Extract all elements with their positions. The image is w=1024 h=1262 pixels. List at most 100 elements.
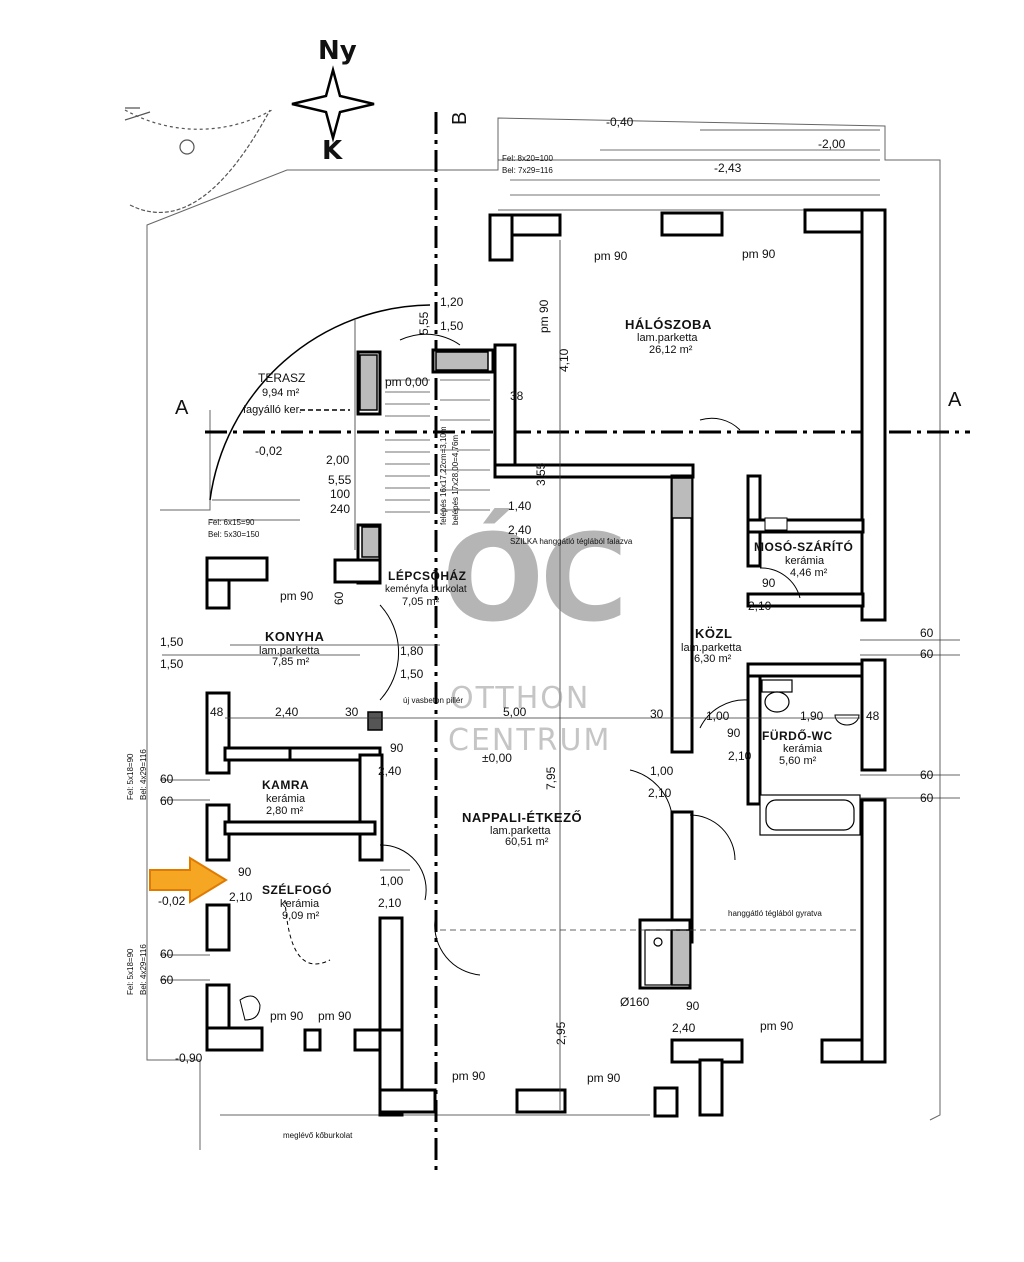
- compass-north-label: Ny: [318, 36, 357, 66]
- dim-190-bath: 1,90: [800, 709, 824, 723]
- dim-60-kitchen: 60: [332, 591, 346, 605]
- level-bottom-left: -0,90: [175, 1051, 203, 1065]
- dim-30-kitchen: 30: [345, 705, 359, 719]
- level-top-right: -2,00: [818, 137, 846, 151]
- dim-pm90-entry-b: pm 90: [318, 1009, 352, 1023]
- toilet-icon: [761, 679, 793, 713]
- round-table-icon: [124, 107, 273, 213]
- dim-90-entry: 90: [238, 865, 252, 879]
- dim-140: 1,40: [508, 499, 532, 513]
- compass-star-icon: [291, 65, 375, 143]
- room-kamra-name: KAMRA: [262, 778, 310, 792]
- axis-a-right: A: [948, 389, 962, 411]
- dim-555-v: 5,55: [417, 311, 431, 335]
- level-top: -0,40: [606, 115, 634, 129]
- note-hanggato: hanggátló téglából gyratva: [728, 909, 822, 918]
- dimension-lines: [160, 129, 960, 1110]
- dim-240-kitchen: 2,40: [275, 705, 299, 719]
- room-nappali-floor: lam.parketta: [490, 825, 551, 837]
- level-main: ±0,00: [482, 751, 512, 765]
- dim-500: 5,00: [503, 705, 527, 719]
- dim-210-kozl: 2,10: [648, 786, 672, 800]
- dim-pm0: pm 0,00: [385, 375, 429, 389]
- room-terasz-area: 9,94 m²: [262, 387, 300, 399]
- room-terasz-floor: fagyálló ker.: [243, 404, 302, 416]
- dim-210-entry-b: 2,10: [378, 896, 402, 910]
- note-bel-mid: Bel: 5x30=150: [208, 530, 260, 539]
- room-nappali-area: 60,51 m²: [505, 836, 549, 848]
- dim-60-left-d: 60: [160, 973, 174, 987]
- dim-48-bath: 48: [866, 709, 880, 723]
- dim-200: 2,00: [326, 453, 350, 467]
- dim-60-right-d: 60: [920, 791, 934, 805]
- dim-240b: 2,40: [508, 523, 532, 537]
- watermark-logo: ÓC: [442, 510, 628, 649]
- room-terasz-name: TERASZ: [258, 371, 306, 385]
- dim-240: 240: [330, 502, 351, 516]
- room-szelfogo-floor: kerámia: [280, 898, 320, 910]
- level-terrace: -0,02: [255, 444, 283, 458]
- dim-38: 38: [510, 389, 524, 403]
- entrance-arrow-icon: [149, 856, 228, 904]
- dim-240-stair: 2,40: [378, 764, 402, 778]
- sink-icon: [644, 929, 672, 986]
- note-szilka: SZILKA hanggátló téglából falazva: [510, 537, 633, 546]
- room-szelfogo-name: SZÉLFOGÓ: [262, 883, 332, 897]
- watermark-line1: OTTHON: [450, 681, 591, 716]
- washing-machine-icon: [764, 517, 788, 531]
- room-lepcsohaz-name: LÉPCSŐHÁZ: [388, 569, 467, 583]
- stair-lines: [385, 149, 880, 513]
- dim-150-kitchen: 1,50: [400, 667, 424, 681]
- dim-150-top: 1,50: [440, 319, 464, 333]
- dim-150-left2: 1,50: [160, 657, 184, 671]
- dim-48-left: 48: [210, 705, 224, 719]
- dim-60-left-c: 60: [160, 947, 174, 961]
- dim-355-v: 3,55: [534, 462, 548, 486]
- dim-210-furdo: 2,10: [728, 749, 752, 763]
- room-furdo-area: 5,60 m²: [779, 755, 817, 767]
- room-konyha-floor: lam.parketta: [259, 645, 320, 657]
- note-fel-mid: Fel: 6x15=90: [208, 518, 255, 527]
- note-bel-left1: Bel: 4x29=116: [139, 749, 148, 800]
- note-kobur: meglévő kőburkolat: [283, 1131, 353, 1140]
- chimney-blocks: [359, 351, 693, 986]
- compass-south-label: K: [322, 136, 343, 166]
- note-bel-left2: Bel: 4x29=116: [139, 944, 148, 995]
- dim-150-left: 1,50: [160, 635, 184, 649]
- room-lepcsohaz-floor: keményfa burkolat: [385, 584, 467, 595]
- note-pillar: új vasbeton pillér: [403, 696, 464, 705]
- room-konyha-name: KONYHA: [265, 629, 325, 644]
- dim-60-left-a: 60: [160, 772, 174, 786]
- dim-pm90-bottom-b: pm 90: [587, 1071, 621, 1085]
- bathtub-icon: [759, 794, 861, 836]
- dim-90-furdo: 90: [727, 726, 741, 740]
- note-bel-top: Bel: 7x29=116: [502, 166, 553, 175]
- note-fel-left2: Fel: 5x18=90: [126, 948, 135, 995]
- dim-100: 100: [330, 487, 351, 501]
- axis-b-top: B: [449, 111, 471, 125]
- note-stair2: belépés 17x28,00=4,76m: [451, 434, 460, 525]
- washbasin-icon: [834, 714, 860, 726]
- note-fel-top: Fel: 8x20=100: [502, 154, 553, 163]
- dim-210-moso: 2,10: [748, 599, 772, 613]
- watermark-line2: CENTRUM: [448, 723, 612, 758]
- dim-100-bath: 1,00: [706, 709, 730, 723]
- dim-795-v: 7,95: [544, 766, 558, 790]
- dim-240-bottom: 2,40: [672, 1021, 696, 1035]
- dim-pm90-bedroom-v: pm 90: [537, 299, 551, 333]
- door-arcs: [284, 333, 801, 976]
- dim-pm90-bottom-right: pm 90: [760, 1019, 794, 1033]
- dim-100-entry: 1,00: [380, 874, 404, 888]
- dim-100-kozl: 1,00: [650, 764, 674, 778]
- room-moso-name: MOSÓ-SZÁRÍTÓ: [754, 540, 854, 554]
- room-kamra-floor: kerámia: [266, 793, 306, 805]
- dim-60-right-b: 60: [920, 647, 934, 661]
- dim-pm90-entry-a: pm 90: [270, 1009, 304, 1023]
- room-haloszoba-area: 26,12 m²: [649, 344, 693, 356]
- dim-90-moso: 90: [762, 576, 776, 590]
- section-lines: [205, 112, 970, 1170]
- room-szelfogo-area: 9,09 m²: [282, 910, 320, 922]
- dim-30-mid: 30: [650, 707, 664, 721]
- dim-pm90-kitchen: pm 90: [280, 589, 314, 603]
